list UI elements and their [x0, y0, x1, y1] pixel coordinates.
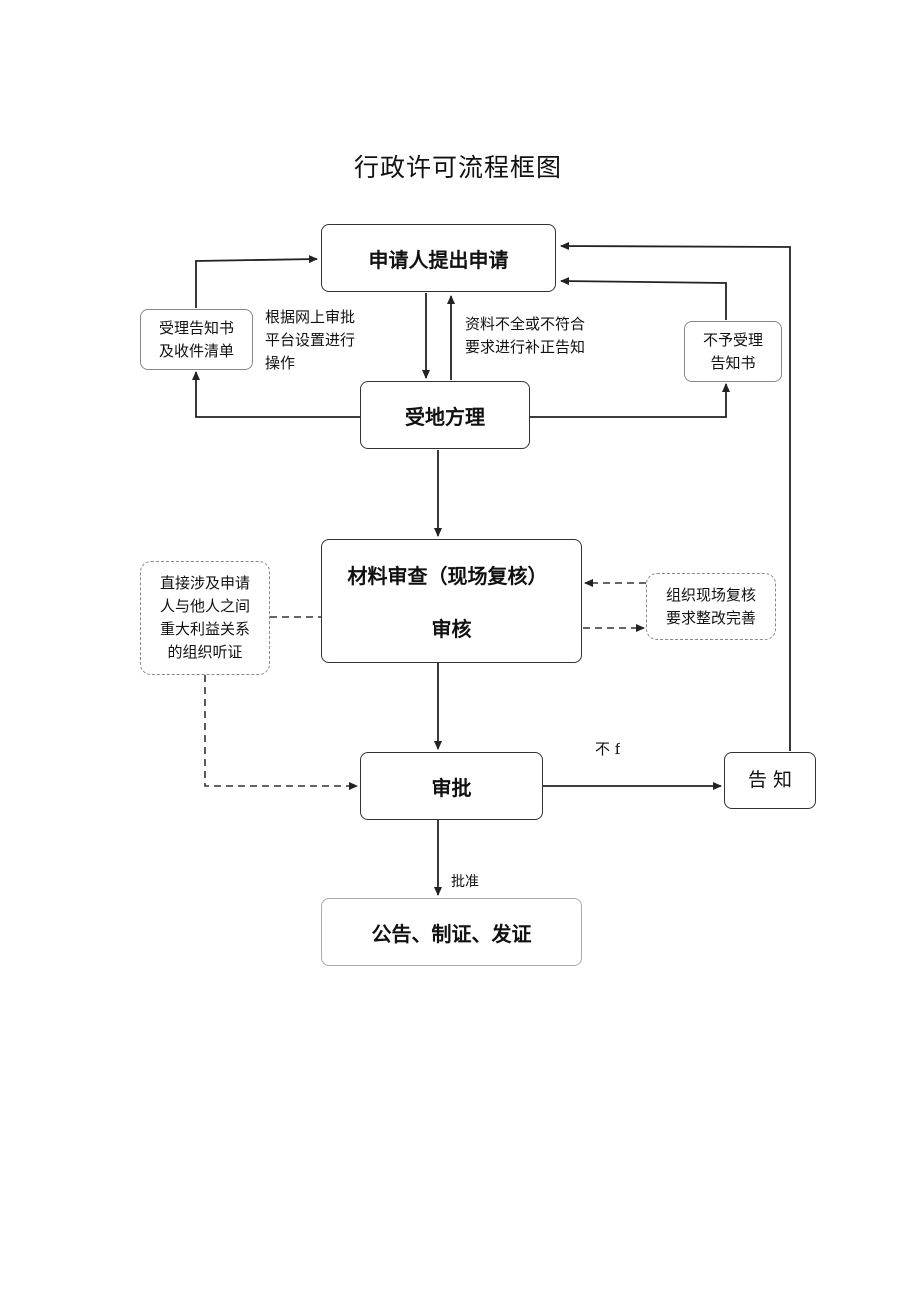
online-platform-line-1: 根据网上审批	[265, 308, 356, 326]
reject-notice-line-1: 不予受理	[702, 330, 763, 349]
label-online-platform: 根据网上审批 平台设置进行 操作	[265, 306, 355, 375]
hearing-line-1: 直接涉及申请	[159, 574, 250, 592]
label-approved: 批准	[451, 871, 479, 894]
arrow-accept-to-reject	[530, 383, 730, 418]
node-apply: 申请人提出申请	[321, 224, 556, 292]
hearing-line-4: 的组织听证	[167, 643, 243, 661]
node-accept: 受地方理	[360, 381, 530, 449]
onsite-check-line-2: 要求整改完善	[665, 608, 756, 627]
label-not-approved: 不 f	[595, 738, 620, 764]
node-review-label-1: 材料审查（现场复核）	[347, 564, 548, 588]
arrow-receipt-to-apply	[195, 255, 318, 308]
node-publish: 公告、制证、发证	[321, 898, 582, 966]
incomplete-line-2: 要求进行补正告知	[465, 338, 586, 356]
arrow-reject-to-apply	[560, 277, 727, 320]
onsite-check-line-1: 组织现场复核	[665, 585, 756, 604]
page-title: 行政许可流程框图	[353, 153, 562, 182]
receipt-notice-line-2: 及收件清单	[158, 341, 234, 360]
approved-text: 批准	[451, 874, 479, 890]
hearing-line-3: 重大利益关系	[159, 620, 250, 638]
node-publish-label: 公告、制证、发证	[371, 921, 532, 946]
label-incomplete: 资料不全或不符合 要求进行补正告知	[465, 313, 585, 359]
node-review: 材料审查（现场复核） 审核	[321, 539, 582, 663]
node-approve: 审批	[360, 752, 543, 820]
receipt-notice-line-1: 受理告知书	[158, 318, 234, 337]
online-platform-line-2: 平台设置进行	[265, 331, 356, 349]
node-notify-label: 告 知	[747, 769, 793, 791]
node-receipt-notice: 受理告知书 及收件清单	[140, 309, 253, 370]
arrow-accept-to-receipt	[192, 371, 360, 418]
reject-notice-line-2: 告知书	[710, 353, 756, 372]
node-onsite-check: 组织现场复核 要求整改完善	[646, 573, 776, 640]
dashed-hearing-to-approve	[204, 675, 358, 790]
hearing-line-2: 人与他人之间	[159, 597, 250, 615]
node-reject-notice: 不予受理 告知书	[684, 321, 782, 382]
node-hearing: 直接涉及申请 人与他人之间 重大利益关系 的组织听证	[140, 561, 270, 675]
online-platform-line-3: 操作	[265, 354, 296, 372]
incomplete-line-1: 资料不全或不符合	[465, 315, 586, 333]
node-review-label-2: 审核	[431, 617, 472, 641]
not-approved-text: 不 f	[595, 740, 621, 758]
node-apply-label: 申请人提出申请	[368, 247, 509, 272]
node-accept-label: 受地方理	[405, 404, 485, 429]
node-approve-label: 审批	[431, 775, 472, 800]
node-notify: 告 知	[724, 752, 816, 809]
